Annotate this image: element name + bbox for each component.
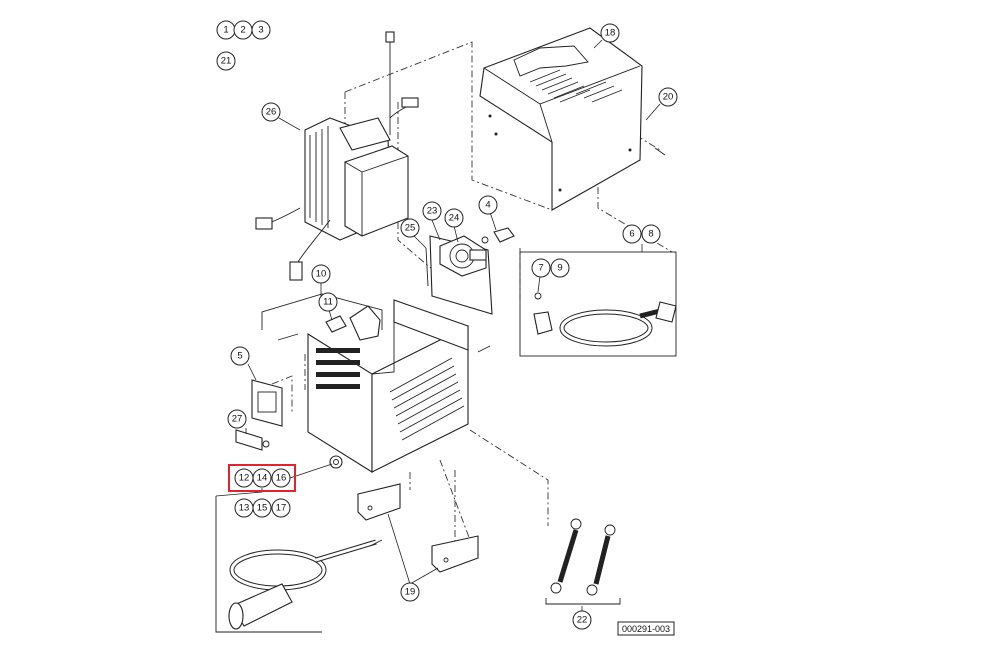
svg-text:2: 2 — [240, 25, 245, 36]
svg-text:8: 8 — [648, 229, 653, 240]
callout-1: 1 — [216, 20, 236, 40]
svg-text:13: 13 — [239, 503, 250, 514]
svg-text:27: 27 — [232, 414, 243, 425]
reference-code-label: 000291-003 — [617, 621, 675, 636]
svg-text:5: 5 — [237, 351, 242, 362]
callout-22: 22 — [572, 610, 592, 630]
callout-19: 19 — [400, 582, 420, 602]
callout-20: 20 — [658, 87, 678, 107]
svg-text:17: 17 — [276, 503, 287, 514]
svg-text:3: 3 — [258, 25, 263, 36]
ac-cord-part — [519, 251, 677, 357]
svg-text:1: 1 — [223, 25, 228, 36]
callout-11: 11 — [318, 292, 338, 312]
callout-23: 23 — [422, 201, 442, 221]
callout-6: 6 — [622, 224, 642, 244]
svg-text:25: 25 — [405, 223, 416, 234]
top-cover-part — [479, 27, 666, 211]
callout-12: 12 — [234, 468, 254, 488]
foot-bracket-part — [357, 483, 479, 573]
callout-26: 26 — [261, 102, 281, 122]
svg-text:19: 19 — [405, 587, 416, 598]
svg-text:22: 22 — [577, 615, 588, 626]
svg-text:12: 12 — [239, 473, 250, 484]
svg-text:26: 26 — [266, 107, 277, 118]
cover-vent-slots — [529, 69, 623, 103]
connector-part — [481, 227, 515, 244]
svg-text:24: 24 — [449, 213, 460, 224]
chassis-vent-slots — [389, 357, 465, 441]
battery-jumper-part — [545, 518, 621, 605]
callout-5: 5 — [230, 346, 250, 366]
svg-text:23: 23 — [427, 206, 438, 217]
callout-8: 8 — [641, 224, 661, 244]
svg-text:18: 18 — [605, 28, 616, 39]
callout-2: 2 — [233, 20, 253, 40]
callout-16: 16 — [271, 468, 291, 488]
transformer-part — [255, 31, 419, 281]
callout-15: 15 — [252, 498, 272, 518]
svg-text:14: 14 — [257, 473, 268, 484]
callout-24: 24 — [444, 208, 464, 228]
fuse-holder-part — [235, 429, 270, 451]
callout-9: 9 — [550, 258, 570, 278]
callout-27: 27 — [227, 409, 247, 429]
svg-text:21: 21 — [221, 56, 232, 67]
chassis-part — [307, 299, 491, 473]
svg-text:9: 9 — [557, 263, 562, 274]
svg-text:7: 7 — [538, 263, 543, 274]
callout-4: 4 — [478, 195, 498, 215]
strain-relief-part — [329, 455, 343, 469]
callout-14: 14 — [252, 468, 272, 488]
meter-part — [251, 379, 283, 427]
callout-10: 10 — [311, 264, 331, 284]
dc-cord-part — [215, 496, 383, 633]
control-board-part — [425, 235, 493, 315]
svg-text:20: 20 — [663, 92, 674, 103]
svg-text:15: 15 — [257, 503, 268, 514]
svg-text:10: 10 — [316, 269, 327, 280]
callout-25: 25 — [400, 218, 420, 238]
svg-text:11: 11 — [323, 297, 333, 308]
svg-text:6: 6 — [629, 229, 634, 240]
svg-text:000291-003: 000291-003 — [622, 624, 670, 634]
svg-text:16: 16 — [276, 473, 287, 484]
bracket-part — [261, 293, 383, 341]
callout-21: 21 — [216, 51, 236, 71]
callout-3: 3 — [251, 20, 271, 40]
leader-lines — [215, 39, 661, 612]
svg-text:4: 4 — [485, 200, 490, 211]
callout-18: 18 — [600, 23, 620, 43]
callout-13: 13 — [234, 498, 254, 518]
callout-17: 17 — [271, 498, 291, 518]
highlight-box — [228, 464, 296, 492]
callout-7: 7 — [531, 258, 551, 278]
